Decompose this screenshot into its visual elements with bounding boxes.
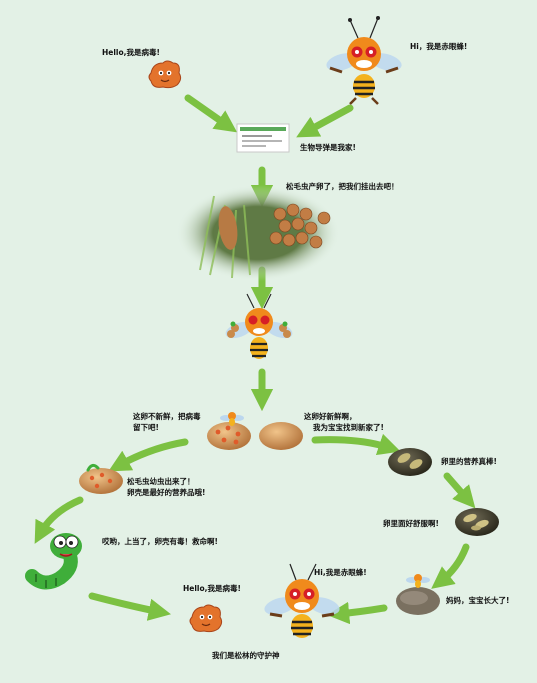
guardian-label: 我们是松林的守护神 — [212, 651, 280, 660]
arrow-larva-to-worm — [34, 496, 84, 544]
fresh-egg-label-line2: 我为宝宝找到新家了! — [313, 423, 384, 432]
arrow-grown-to-wasp — [326, 601, 388, 625]
arrow-fresh-to-nutrition — [311, 433, 401, 456]
egg-nutrition-icon — [388, 448, 432, 476]
bio-bomb-card — [236, 123, 290, 153]
arrow-stale-to-larva — [108, 438, 189, 472]
wasp-icon-middle — [225, 293, 293, 359]
larva-egg-icon — [79, 463, 123, 494]
bio-bomb-label: 生物导弹是我家! — [300, 143, 356, 152]
stale-egg-label-line2: 留下吧! — [133, 423, 159, 432]
flow-arrows — [34, 94, 476, 625]
larva-out-label-line2: 卵壳是最好的营养品哦! — [127, 488, 206, 497]
arrow-nutrition-to-comfy — [443, 472, 476, 509]
arrow-comfy-to-grown — [431, 543, 470, 589]
comfy-label: 卵里面好舒服啊! — [383, 519, 439, 528]
virus-hello-bottom: Hello,我是病毒! — [183, 584, 241, 593]
baby-grown-label: 妈妈，宝宝长大了! — [446, 596, 510, 605]
larva-out-label-line1: 松毛虫幼虫出来了！ — [127, 477, 195, 486]
nutrition-label: 卵里的营养真棒! — [441, 457, 497, 466]
moth-eggs-photo — [176, 185, 340, 281]
wasp-hi-top: Hi，我是赤眼蜂! — [410, 42, 468, 51]
virus-hello-top: Hello,我是病毒! — [102, 48, 160, 57]
stale-egg-label-line1: 这卵不新鲜，把病毒 — [133, 412, 201, 421]
wasp-hi-bottom: Hi,我是赤眼蜂! — [314, 568, 367, 577]
wasp-icon-top — [326, 16, 402, 105]
egg-pair — [207, 412, 303, 450]
egg-comfy-icon — [455, 508, 499, 536]
virus-icon-top — [148, 60, 182, 89]
poisoned-label: 哎哟，上当了，卵壳有毒！救命啊! — [102, 537, 218, 546]
arrow-worm-to-virus — [88, 592, 171, 621]
virus-icon-bottom — [189, 604, 223, 633]
fresh-egg-label-line1: 这卵好新鲜啊， — [304, 412, 357, 421]
wasp-icon-bottom — [264, 563, 340, 638]
egg-grown-icon — [396, 574, 440, 615]
arrow-virus-to-card — [184, 94, 238, 133]
arrow-wasp-to-card — [296, 104, 354, 138]
caterpillar-icon — [25, 533, 82, 590]
moth-eggs-label: 松毛虫产卵了，把我们挂出去吧！ — [286, 182, 399, 191]
